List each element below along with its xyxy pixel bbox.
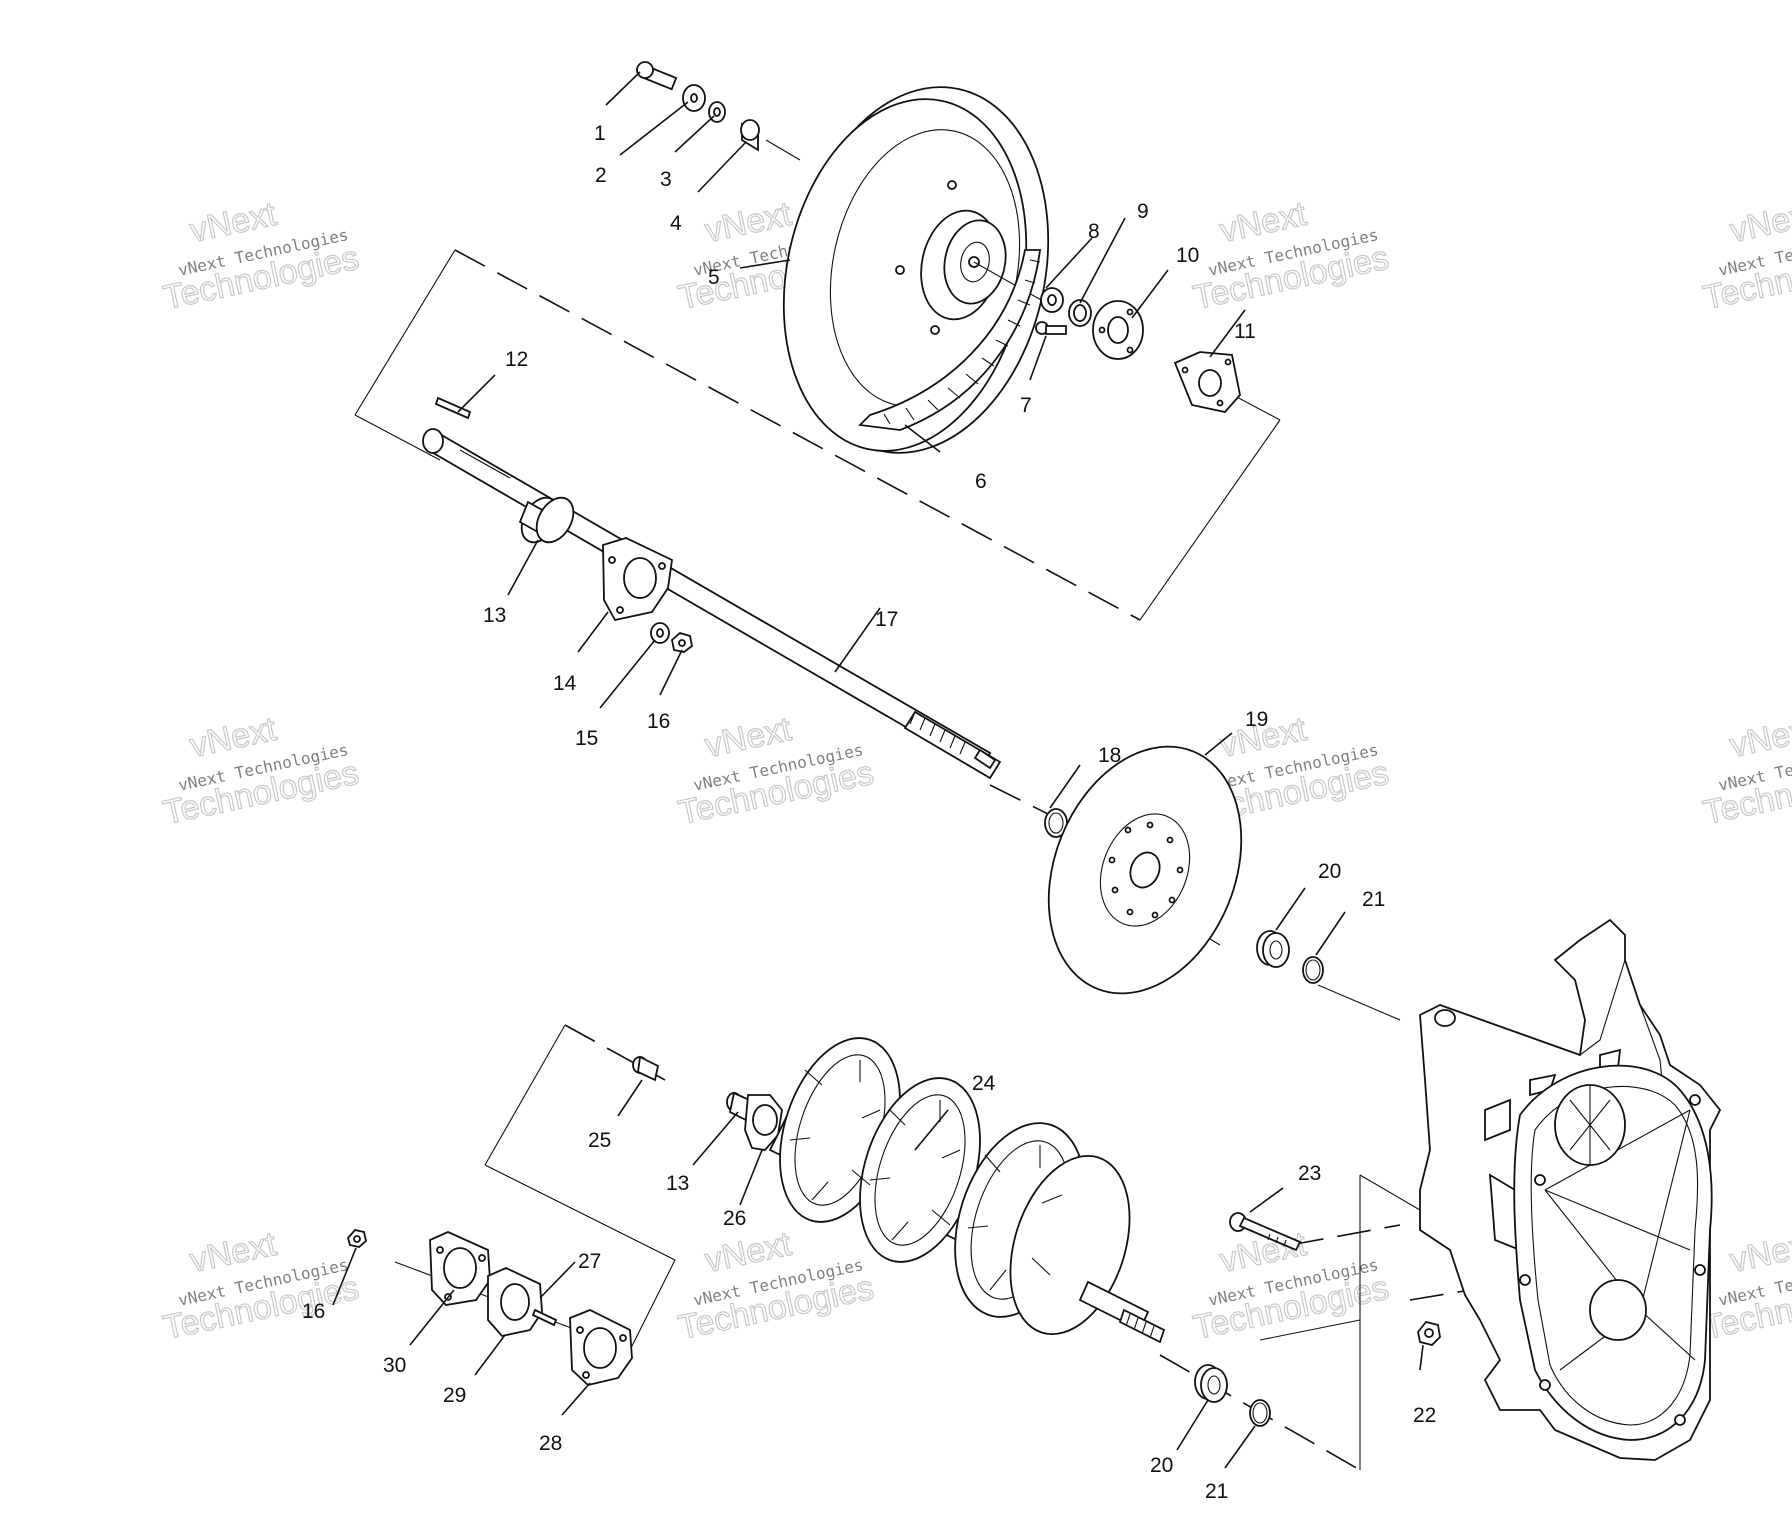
washer-part-15 [650, 622, 670, 644]
drive-belt-part-6 [858, 249, 1042, 431]
frame-line [1259, 1319, 1361, 1341]
frame-dashed-line [454, 249, 1141, 621]
callout-16: 16 [647, 710, 670, 733]
callout-10: 10 [1176, 244, 1199, 267]
svg-text:vNext: vNext [1727, 195, 1792, 250]
seal-part-20-upper [1256, 930, 1290, 968]
callout-24: 24 [972, 1072, 996, 1095]
bearing-housing-part-26 [744, 1094, 783, 1151]
seal-part-20-lower [1194, 1364, 1228, 1403]
callout-12: 12 [505, 348, 528, 371]
bearing-plate-part-28 [569, 1309, 633, 1386]
watermark: vNext vNext Technologies Technologies [1699, 194, 1792, 318]
callout-1: 1 [594, 122, 606, 145]
callout-11: 11 [1234, 320, 1256, 343]
frame-line [629, 1259, 676, 1351]
frame-dashed-line [564, 1024, 666, 1081]
callout-19: 19 [1245, 708, 1268, 731]
callout-labels: 1 2 3 4 5 6 7 8 9 10 11 12 13 14 15 16 1… [302, 122, 1436, 1503]
callout-30: 30 [383, 1354, 406, 1377]
drive-sprocket-assembly-part-24 [768, 1037, 1166, 1344]
frame-line [484, 1024, 566, 1166]
bushing-part-9 [1068, 299, 1092, 327]
watermark: vNext vNext Technologies Technologies [159, 194, 362, 318]
callout-29: 29 [443, 1384, 466, 1407]
callout-7: 7 [1020, 394, 1032, 417]
callout-21-lower: 21 [1205, 1480, 1228, 1503]
callout-13: 13 [483, 604, 506, 627]
nut-part-16-upper [671, 631, 693, 653]
watermark: vNext vNext Technologies Technologies [1699, 709, 1792, 833]
brake-disc-part-19 [1047, 745, 1243, 995]
frame-line [1359, 1174, 1421, 1211]
washer-part-2 [682, 84, 706, 112]
watermark: vNext vNext Technologies Technologies [674, 709, 877, 833]
callout-27: 27 [578, 1250, 601, 1273]
svg-text:vNext: vNext [1727, 710, 1792, 765]
callout-16-lower: 16 [302, 1300, 325, 1323]
watermark: vNext vNext Technologies Technologies [674, 1224, 877, 1348]
pin-part-27 [531, 1308, 558, 1327]
spacer-part-4 [740, 119, 801, 161]
callout-9: 9 [1137, 200, 1149, 223]
callout-18: 18 [1098, 744, 1121, 767]
watermark: vNext vNext Technologies Technologies [159, 709, 362, 833]
callout-3: 3 [660, 168, 672, 191]
frame-line [1139, 419, 1281, 621]
o-ring-part-21-lower [1249, 1399, 1271, 1427]
callout-6: 6 [975, 470, 987, 493]
bearing-part-13-upper [518, 496, 575, 544]
nut-part-16-lower [347, 1229, 367, 1248]
o-ring-part-21-upper [1302, 956, 1324, 984]
callout-25: 25 [588, 1129, 611, 1152]
callout-20: 20 [1318, 860, 1341, 883]
nut-part-22 [1417, 1320, 1441, 1346]
callout-5: 5 [708, 266, 720, 289]
callout-2: 2 [595, 164, 607, 187]
callout-13-lower: 13 [666, 1172, 689, 1195]
callout-28: 28 [539, 1432, 562, 1455]
watermark: vNext vNext Technologies Technologies [1189, 194, 1392, 318]
callout-14: 14 [553, 672, 577, 695]
callout-4: 4 [670, 212, 682, 235]
callout-20-lower: 20 [1150, 1454, 1173, 1477]
frame-dashed-line [1409, 1289, 1471, 1301]
callout-8: 8 [1088, 220, 1100, 243]
frame-line [354, 414, 441, 461]
frame-dashed-line [1289, 1224, 1401, 1246]
watermark: vNext vNext Technologies Technologies [159, 1224, 362, 1348]
chaincase-housing [1419, 918, 1722, 1461]
callout-23: 23 [1298, 1162, 1321, 1185]
axis-line [1317, 984, 1401, 1021]
bearing-flange-part-14 [602, 537, 673, 622]
screw-part-7 [1035, 321, 1067, 335]
frame-line [354, 249, 456, 416]
callout-21: 21 [1362, 888, 1385, 911]
leader-lines [332, 71, 1424, 1469]
flange-part-10 [1092, 300, 1144, 360]
callout-26: 26 [723, 1207, 746, 1230]
callout-15: 15 [575, 727, 598, 750]
washer-part-8 [1040, 287, 1064, 313]
key-part-12 [434, 396, 472, 420]
gasket-part-29 [487, 1267, 543, 1337]
plug-part-25 [632, 1055, 660, 1082]
frame-line [484, 1164, 676, 1261]
bolt-part-23 [1229, 1212, 1302, 1252]
bolt-part-1 [636, 61, 678, 91]
bearing-plate-part-11 [1173, 351, 1241, 413]
callout-17: 17 [875, 608, 898, 631]
flange-plate-part-30 [429, 1231, 491, 1306]
svg-text:vNext: vNext [1727, 1225, 1792, 1280]
callout-22: 22 [1413, 1404, 1436, 1427]
